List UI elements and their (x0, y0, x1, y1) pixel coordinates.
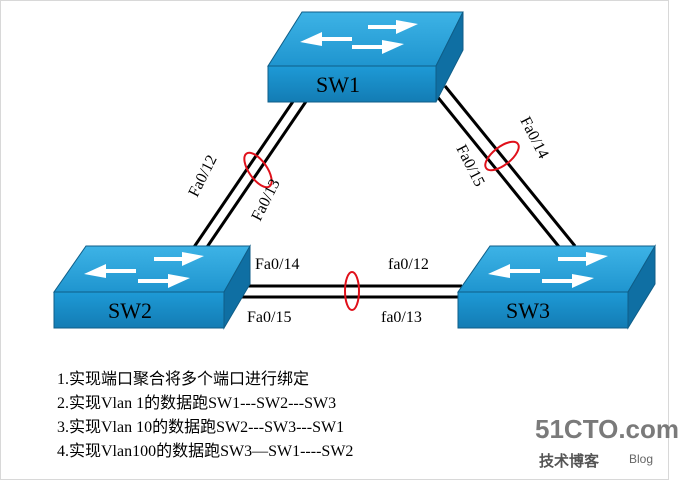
watermark-blog-label: Blog (629, 452, 654, 466)
switch-arrows-icon (300, 20, 418, 54)
link-sw1-sw2 (190, 99, 309, 251)
etherchannel-ellipse-sw1-sw3 (484, 140, 520, 172)
port-label-sw2-sw3-sw3-b: fa0/13 (381, 309, 422, 326)
watermark-logo: 51CTO.com (535, 414, 679, 444)
etherchannel-ellipse-sw1-sw2 (243, 151, 273, 189)
watermark-cn-label: 技术博客 (539, 452, 600, 470)
port-label-sw2-sw3-sw2-b: Fa0/15 (247, 309, 291, 326)
task-item: 2.实现Vlan 1的数据跑SW1---SW2---SW3 (57, 395, 337, 412)
task-item: 3.实现Vlan 10的数据跑SW2---SW3---SW1 (57, 419, 345, 436)
switch-sw3-label: SW3 (506, 298, 550, 323)
link-sw2-sw3 (236, 284, 462, 299)
switch-sw3-icon[interactable] (457, 244, 656, 330)
switch-arrows-icon (488, 252, 608, 288)
switch-sw2-label: SW2 (108, 298, 152, 323)
etherchannel-ellipse-sw2-sw3 (344, 271, 360, 311)
switch-sw1-label: SW1 (316, 72, 360, 97)
switch-arrows-icon (84, 252, 204, 288)
port-label-sw1-sw2-b: Fa0/13 (248, 176, 283, 223)
task-list: 1.实现端口聚合将多个端口进行绑定 2.实现Vlan 1的数据跑SW1---SW… (57, 368, 353, 464)
task-item: 4.实现Vlan100的数据跑SW3—SW1----SW2 (57, 443, 354, 460)
watermark: 51CTO.com 技术博客 Blog (535, 414, 679, 474)
port-label-sw1-sw3-a: Fa0/15 (452, 142, 487, 189)
port-label-sw1-sw2-a: Fa0/12 (185, 152, 220, 199)
task-item: 1.实现端口聚合将多个端口进行绑定 (57, 371, 310, 388)
port-label-sw2-sw3-sw3-a: fa0/12 (388, 256, 429, 273)
switch-sw2-icon[interactable] (53, 244, 251, 330)
switch-sw1-icon[interactable] (267, 11, 464, 103)
port-label-sw2-sw3-sw2-a: Fa0/14 (255, 256, 299, 273)
port-label-sw1-sw3-b: Fa0/14 (516, 114, 551, 161)
